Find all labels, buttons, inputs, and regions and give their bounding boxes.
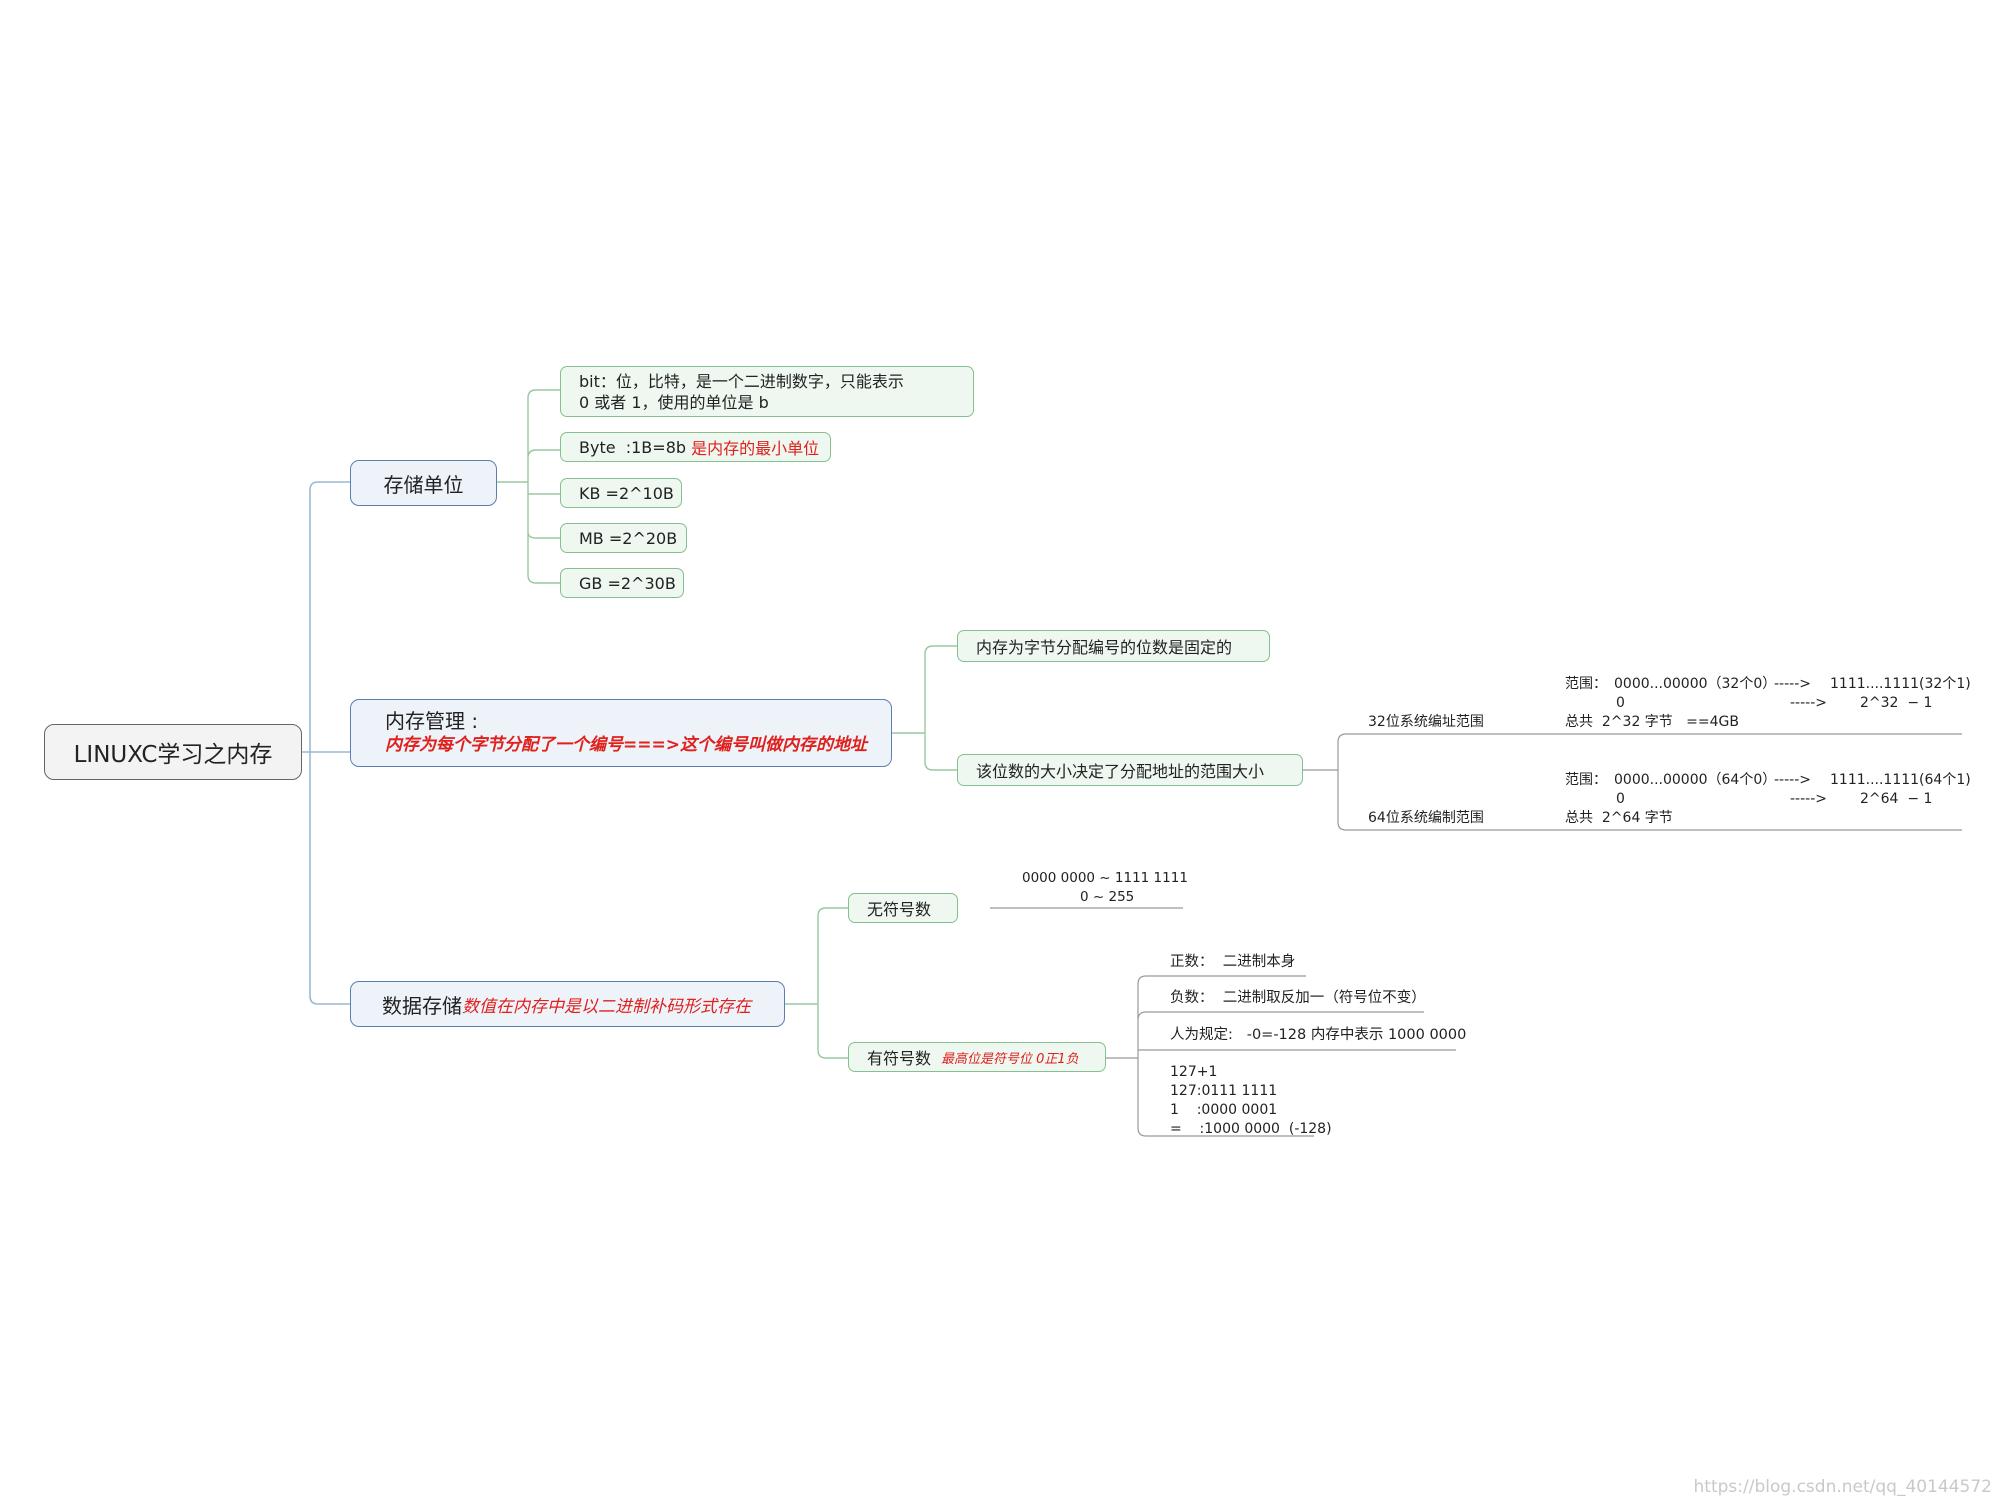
mb-node[interactable]: MB =2^20B	[560, 523, 687, 553]
unsigned-decimal-range: 0 ~ 255	[1080, 889, 1135, 905]
signed-calc-line-2: 127:0111 1111	[1170, 1083, 1278, 1099]
gb-text: GB =2^30B	[579, 573, 676, 593]
range-32-row2-arrow: ----->	[1790, 695, 1827, 711]
data-storage-label: 数据存储	[382, 993, 462, 1018]
kb-node[interactable]: KB =2^10B	[560, 478, 682, 508]
signed-calc-line-1: 127+1	[1170, 1064, 1218, 1080]
signed-note-negative: 负数： 二进制取反加一（符号位不变）	[1170, 990, 1426, 1006]
range-32-low: 0000...00000（32个0）	[1614, 676, 1777, 692]
root-title: LINUXC学习之内存	[73, 742, 273, 768]
storage-unit-node[interactable]: 存储单位	[350, 460, 497, 506]
root-node[interactable]: LINUXC学习之内存	[44, 724, 302, 780]
signed-label: 有符号数	[867, 1049, 932, 1068]
signed-note-rule: 人为规定: -0=-128 内存中表示 1000 0000	[1170, 1027, 1467, 1043]
unsigned-node[interactable]: 无符号数	[848, 893, 958, 923]
gb-node[interactable]: GB =2^30B	[560, 568, 684, 598]
memory-management-node[interactable]: 内存管理 : 内存为每个字节分配了一个编号===>这个编号叫做内存的地址	[350, 699, 892, 767]
range-64-prefix: 范围：	[1565, 772, 1607, 788]
memory-management-sublabel: 内存为每个字节分配了一个编号===>这个编号叫做内存的地址	[385, 735, 867, 755]
memory-management-text: 内存管理 : 内存为每个字节分配了一个编号===>这个编号叫做内存的地址	[385, 709, 867, 757]
watermark: https://blog.csdn.net/qq_40144572	[1693, 1477, 1992, 1497]
signed-note-positive: 正数： 二进制本身	[1170, 954, 1296, 970]
range-32-row2-low: 0	[1616, 695, 1625, 711]
range-32-high: 1111....1111(32个1)	[1830, 676, 1971, 692]
bits-range-node[interactable]: 该位数的大小决定了分配地址的范围大小	[957, 754, 1303, 786]
unsigned-binary-range: 0000 0000 ~ 1111 1111	[1022, 870, 1188, 886]
range-64-row2-low: 0	[1616, 791, 1625, 807]
byte-text: Byte :1B=8b	[579, 437, 692, 457]
byte-node[interactable]: Byte :1B=8b 是内存的最小单位	[560, 432, 831, 462]
memory-management-label: 内存管理 :	[385, 709, 479, 733]
bit-line-2: 0 或者 1，使用的单位是 b	[579, 392, 769, 412]
bit-text: bit：位，比特，是一个二进制数字，只能表示 0 或者 1，使用的单位是 b	[579, 371, 904, 413]
range-32-row2-high: 2^32 − 1	[1860, 695, 1933, 711]
fixed-bits-node[interactable]: 内存为字节分配编号的位数是固定的	[957, 630, 1270, 662]
bit-node[interactable]: bit：位，比特，是一个二进制数字，只能表示 0 或者 1，使用的单位是 b	[560, 366, 974, 417]
signed-highlight: 最高位是符号位 0正1负	[941, 1051, 1079, 1067]
range-32-prefix: 范围：	[1565, 676, 1607, 692]
range-64-row2-high: 2^64 − 1	[1860, 791, 1933, 807]
signed-calc-line-4: = :1000 0000 (-128)	[1170, 1121, 1332, 1137]
range-64-arrow: ----->	[1774, 772, 1811, 788]
unsigned-label: 无符号数	[867, 900, 932, 919]
byte-highlight: 是内存的最小单位	[691, 439, 820, 458]
range-32-total: 总共 2^32 字节 ==4GB	[1565, 714, 1739, 730]
range-64-row2-arrow: ----->	[1790, 791, 1827, 807]
bits-range-text: 该位数的大小决定了分配地址的范围大小	[976, 762, 1265, 781]
range-32-label: 32位系统编址范围	[1368, 714, 1484, 730]
kb-text: KB =2^10B	[579, 483, 674, 503]
range-64-high: 1111....1111(64个1)	[1830, 772, 1971, 788]
data-storage-node[interactable]: 数据存储数值在内存中是以二进制补码形式存在	[350, 981, 785, 1027]
storage-unit-label: 存储单位	[383, 472, 464, 497]
range-64-label: 64位系统编制范围	[1368, 810, 1484, 826]
range-32-arrow: ----->	[1774, 676, 1811, 692]
signed-node[interactable]: 有符号数最高位是符号位 0正1负	[848, 1042, 1106, 1072]
fixed-bits-text: 内存为字节分配编号的位数是固定的	[976, 638, 1233, 657]
bit-line-1: bit：位，比特，是一个二进制数字，只能表示	[579, 371, 904, 391]
range-64-low: 0000...00000（64个0）	[1614, 772, 1777, 788]
mb-text: MB =2^20B	[579, 528, 678, 548]
data-storage-highlight: 数值在内存中是以二进制补码形式存在	[462, 996, 751, 1017]
signed-calc-line-3: 1 :0000 0001	[1170, 1102, 1278, 1118]
range-64-total: 总共 2^64 字节	[1565, 810, 1673, 826]
